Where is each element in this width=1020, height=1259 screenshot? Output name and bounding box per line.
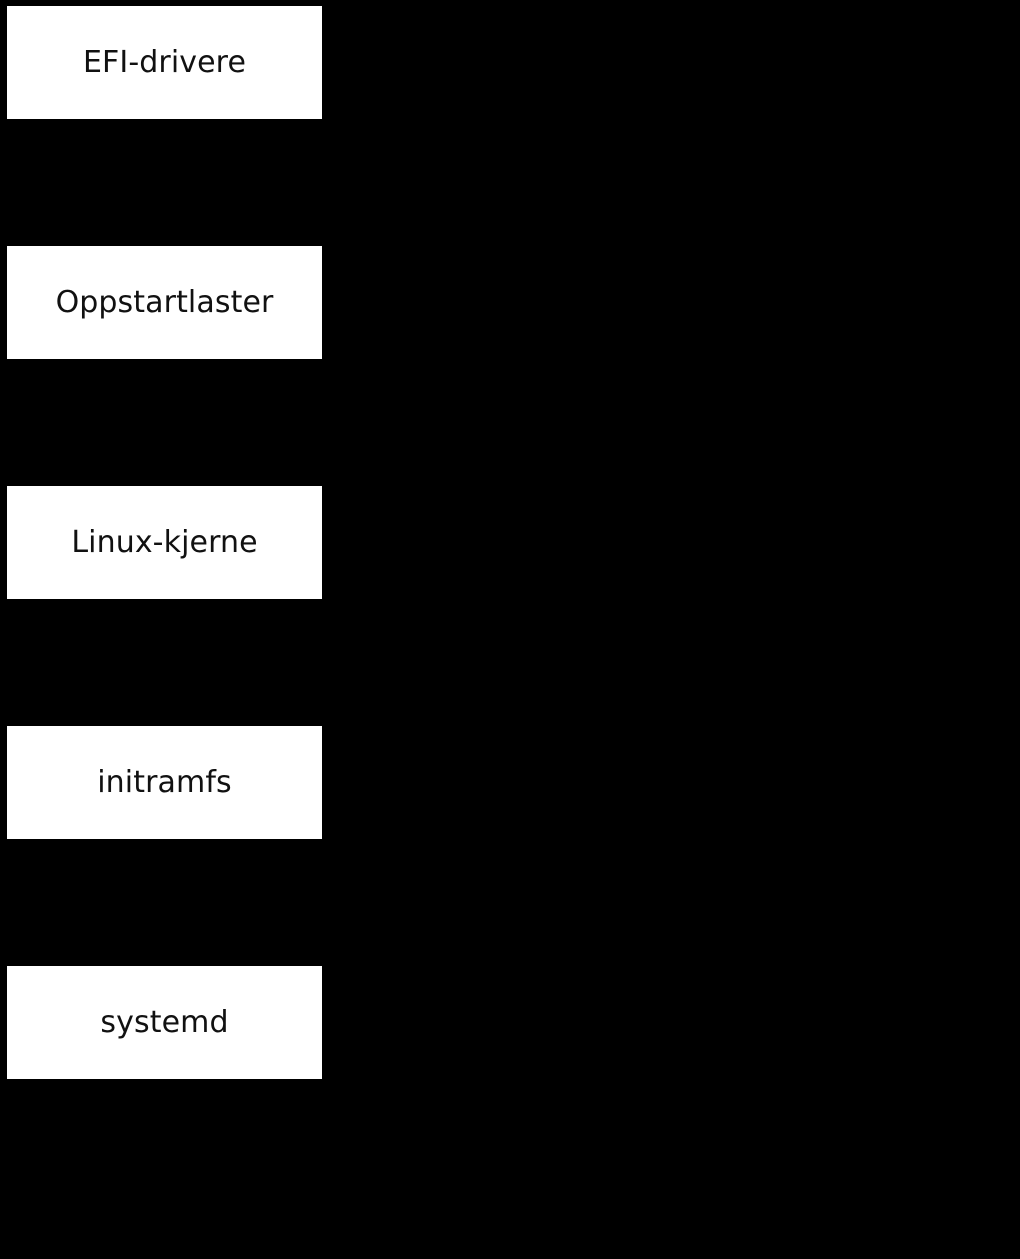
stage-box-linux-kernel[interactable]: Linux-kjerne (7, 486, 322, 599)
stage-box-systemd[interactable]: systemd (7, 966, 322, 1079)
stage-label-bootloader: Oppstartlaster (55, 284, 274, 320)
stage-label-initramfs: initramfs (97, 764, 232, 800)
stage-label-systemd: systemd (100, 1004, 229, 1040)
stage-box-bootloader[interactable]: Oppstartlaster (7, 246, 322, 359)
stage-label-efi-drivers: EFI-drivere (82, 44, 247, 80)
stage-label-linux-kernel: Linux-kjerne (71, 524, 258, 560)
stage-box-initramfs[interactable]: initramfs (7, 726, 322, 839)
stage-box-efi-drivers[interactable]: EFI-drivere (7, 6, 322, 119)
